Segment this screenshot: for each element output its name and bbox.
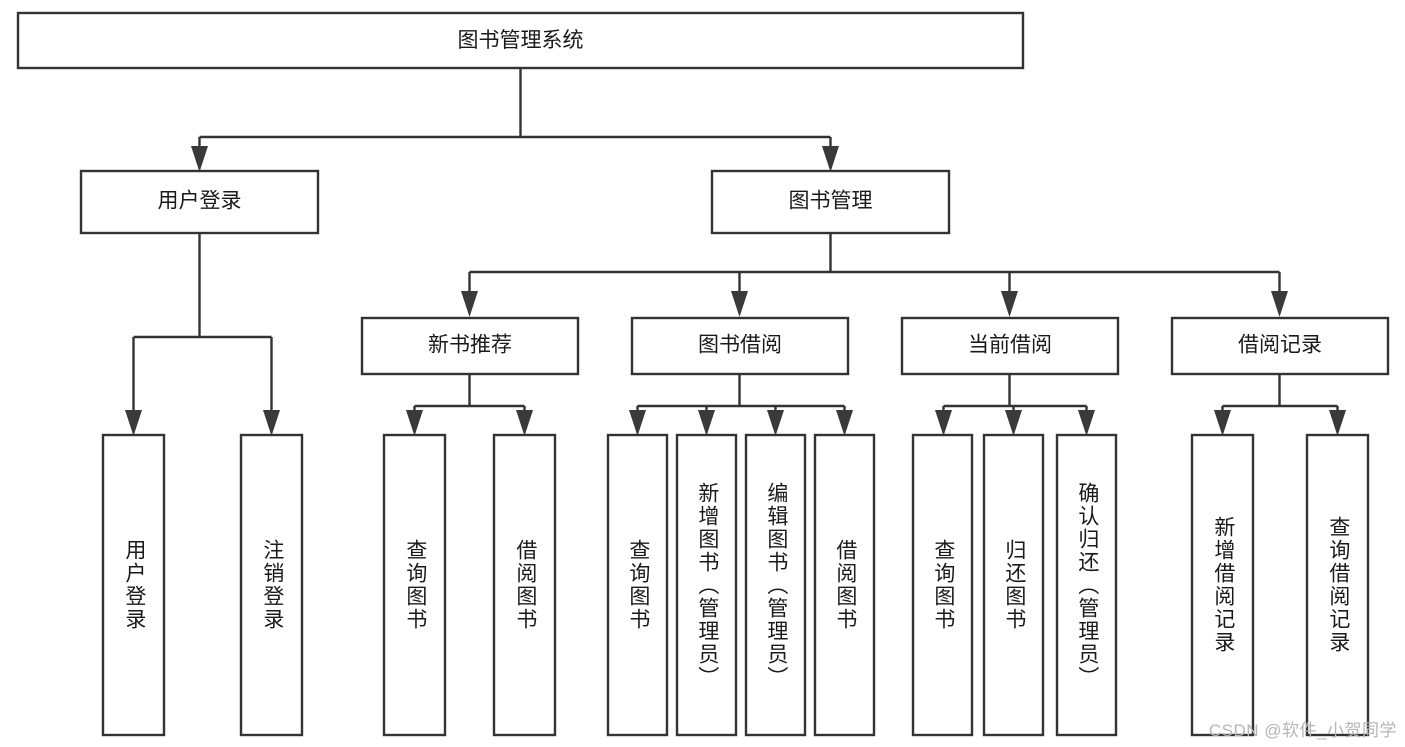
node-leaf-query-record[interactable] [1305,433,1370,737]
arrow-nbr-c1-icon [406,410,423,436]
node-user-login-label: 用户登录 [158,190,242,213]
connector-layer [125,68,1346,436]
arrow-br-c2-icon [1329,410,1346,436]
node-leaf-add-book[interactable] [675,433,738,737]
node-new-book-recommend-label: 新书推荐 [428,334,512,357]
arrow-cb-c1-icon [935,410,952,436]
arrow-bm-c3-icon [1001,291,1018,317]
node-new-book-recommend[interactable] [360,316,580,376]
arrow-to-user-login-icon [191,146,208,172]
node-leaf-borrow-book-2[interactable] [813,433,876,737]
arrow-user-login-c2-icon [263,410,280,436]
node-leaf-add-record[interactable] [1190,433,1255,737]
arrow-nbr-c2-icon [516,410,533,436]
arrow-user-login-c1-icon [125,410,142,436]
arrow-br-c1-icon [1214,410,1231,436]
node-book-borrow[interactable] [630,316,850,376]
node-root-label: 图书管理系统 [458,29,584,52]
node-borrow-record-label: 借阅记录 [1238,334,1322,357]
node-leaf-user-login[interactable] [101,433,166,737]
node-leaf-confirm-return[interactable] [1055,433,1118,737]
csdn-watermark: CSDN @软件_小贺同学 [1208,721,1397,740]
node-leaf-edit-book[interactable] [744,433,807,737]
arrow-bb-c3-icon [767,410,784,436]
node-user-login[interactable] [79,169,320,235]
node-book-manage-label: 图书管理 [789,190,873,213]
arrow-bb-c2-icon [698,410,715,436]
arrow-bm-c1-icon [461,291,478,317]
node-leaf-user-logout[interactable] [239,433,304,737]
arrow-bm-c2-icon [731,291,748,317]
node-book-manage[interactable] [710,169,951,235]
node-root[interactable] [16,11,1025,70]
node-leaf-return-book[interactable] [982,433,1045,737]
node-current-borrow-label: 当前借阅 [968,334,1052,357]
arrow-bm-c4-icon [1271,291,1288,317]
arrow-bb-c4-icon [836,410,853,436]
node-layer: 图书管理系统 用户登录 图书管理 新书推荐 图书借阅 当前借阅 借阅记录 [16,11,1390,737]
arrow-cb-c3-icon [1078,410,1095,436]
arrow-to-book-manage-icon [822,146,839,172]
node-leaf-query-book-2[interactable] [606,433,669,737]
arrow-bb-c1-icon [629,410,646,436]
arrow-cb-c2-icon [1005,410,1022,436]
node-leaf-borrow-book-1[interactable] [492,433,557,737]
node-current-borrow[interactable] [900,316,1120,376]
node-leaf-query-book-1[interactable] [382,433,447,737]
node-borrow-record[interactable] [1170,316,1390,376]
node-leaf-query-book-3[interactable] [911,433,974,737]
node-book-borrow-label: 图书借阅 [698,334,782,357]
